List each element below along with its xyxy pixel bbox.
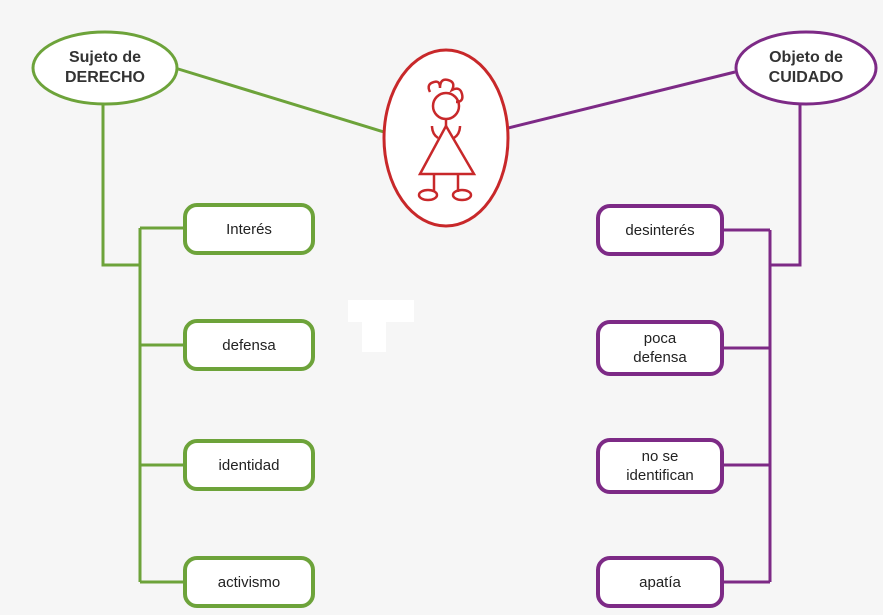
right-oval-label: Objeto de CUIDADO bbox=[740, 46, 872, 90]
blank-patch bbox=[362, 322, 386, 352]
right-box-4 bbox=[596, 556, 724, 608]
left-oval-line1: Sujeto de bbox=[68, 49, 141, 66]
right-item-label: no se identifican bbox=[598, 440, 722, 492]
left-box-4 bbox=[183, 556, 315, 608]
left-oval-line2: DERECHO bbox=[64, 69, 145, 86]
left-box-1 bbox=[183, 203, 315, 255]
right-item-line2: identifican bbox=[626, 467, 694, 484]
right-item-line1: desinterés bbox=[625, 221, 695, 239]
left-oval-label: Sujeto de DERECHO bbox=[40, 46, 170, 90]
right-item-line2: defensa bbox=[633, 349, 687, 366]
left-box-3 bbox=[183, 439, 315, 491]
right-item-label: poca defensa bbox=[598, 322, 722, 374]
left-box-2 bbox=[183, 319, 315, 371]
left-item-label: activismo bbox=[217, 573, 281, 591]
left-item-label: Interés bbox=[226, 220, 272, 238]
left-item-label: defensa bbox=[222, 336, 276, 354]
left-tree-lines bbox=[101, 103, 185, 584]
right-connector-line bbox=[507, 70, 736, 130]
right-item-label: desinterés bbox=[598, 206, 722, 254]
right-oval bbox=[734, 30, 878, 106]
right-item-line1: no se bbox=[641, 448, 679, 465]
left-oval bbox=[31, 30, 179, 106]
right-box-1 bbox=[596, 204, 724, 256]
blank-patch bbox=[348, 300, 414, 322]
right-box-2 bbox=[596, 320, 724, 376]
left-connector-line bbox=[174, 66, 385, 134]
right-item-line1: poca bbox=[643, 330, 677, 347]
left-item-label: identidad bbox=[218, 456, 280, 474]
right-oval-line2: CUIDADO bbox=[768, 69, 844, 86]
right-item-line1: apatía bbox=[639, 573, 681, 591]
right-box-3 bbox=[596, 438, 724, 494]
right-oval-line1: Objeto de bbox=[769, 49, 843, 66]
right-tree-lines bbox=[722, 105, 802, 584]
child-drawing-icon bbox=[382, 48, 510, 228]
right-item-label: apatía bbox=[598, 558, 722, 606]
